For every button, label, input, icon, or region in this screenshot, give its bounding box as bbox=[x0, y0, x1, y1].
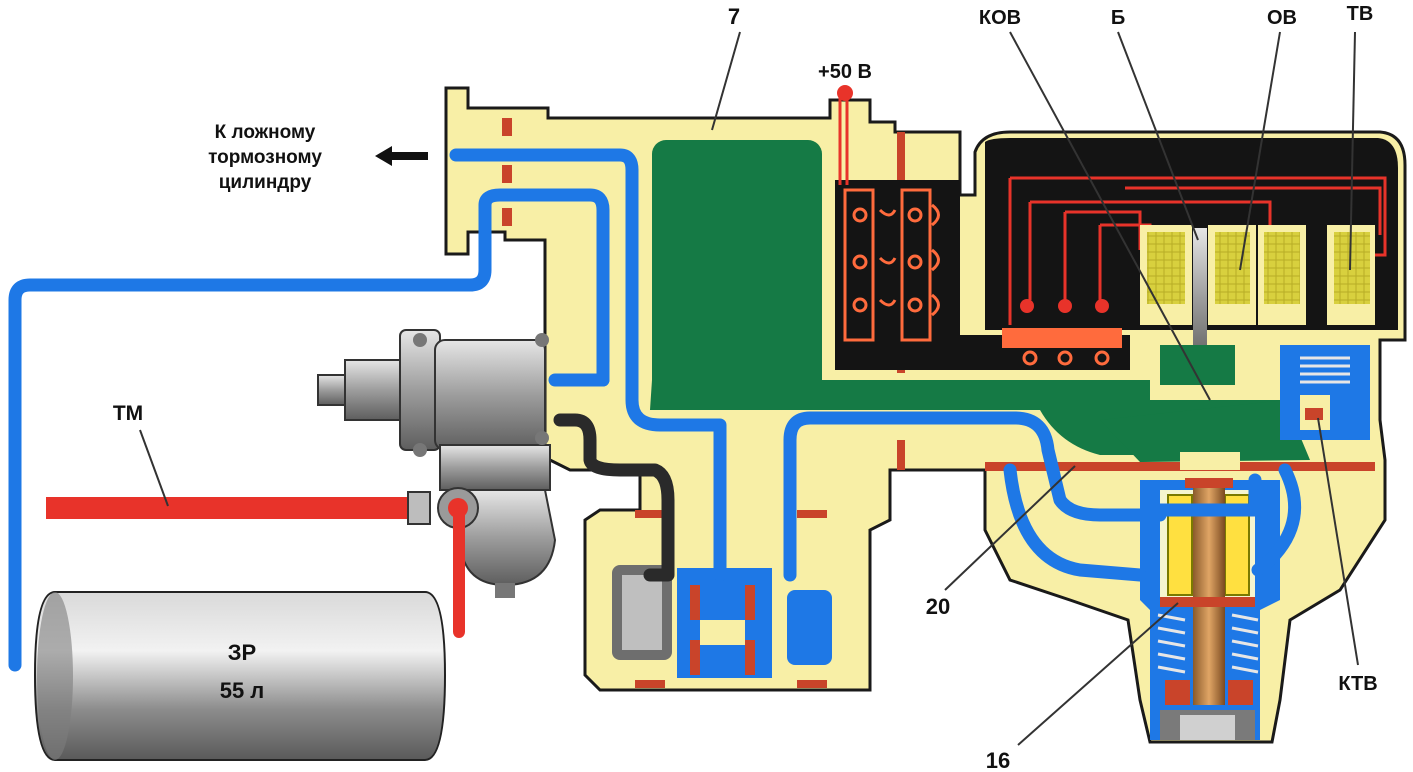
label-part-7: 7 bbox=[728, 4, 740, 29]
label-ktv: КТВ bbox=[1338, 673, 1377, 695]
outlet-arrow bbox=[375, 146, 428, 166]
label-tm: ТМ bbox=[113, 402, 143, 425]
label-part-16: 16 bbox=[986, 748, 1010, 772]
pressure-regulator bbox=[317, 329, 557, 638]
outlet-label-line1: К ложному bbox=[215, 122, 316, 143]
reservoir-name: ЗР bbox=[228, 640, 256, 665]
relay-valve-block bbox=[605, 555, 832, 678]
label-part-20: 20 bbox=[926, 594, 950, 619]
reservoir-zr bbox=[33, 591, 447, 761]
label-kov: КОВ bbox=[979, 7, 1021, 29]
leader-lines bbox=[139, 31, 1359, 746]
label-b: Б bbox=[1111, 7, 1125, 29]
label-ov: ОВ bbox=[1267, 7, 1297, 29]
brake-pipe-tm bbox=[46, 491, 431, 525]
green-chamber bbox=[650, 140, 1310, 462]
power-terminal bbox=[837, 85, 853, 101]
ktv-valve bbox=[1160, 345, 1370, 440]
outlet-label-line3: цилиндру bbox=[219, 172, 312, 193]
reservoir-volume: 55 л bbox=[220, 678, 265, 703]
air-lines bbox=[8, 148, 1302, 672]
outlet-label-line2: тормозному bbox=[208, 147, 322, 168]
label-tv: ТВ bbox=[1347, 3, 1374, 25]
diaphragm bbox=[985, 452, 1375, 471]
label-voltage: +50 В bbox=[818, 61, 872, 83]
